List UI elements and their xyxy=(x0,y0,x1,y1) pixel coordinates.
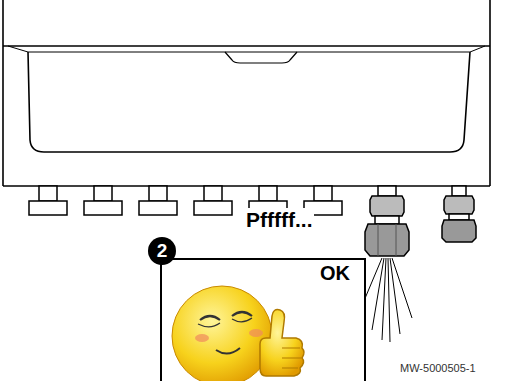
inset-panel: OK xyxy=(160,258,366,381)
figure-reference: MW-5000505-1 xyxy=(400,362,476,374)
ok-text: OK xyxy=(320,262,350,285)
callout-number: 2 xyxy=(148,237,176,265)
sound-text: Pfffff... xyxy=(244,208,314,232)
